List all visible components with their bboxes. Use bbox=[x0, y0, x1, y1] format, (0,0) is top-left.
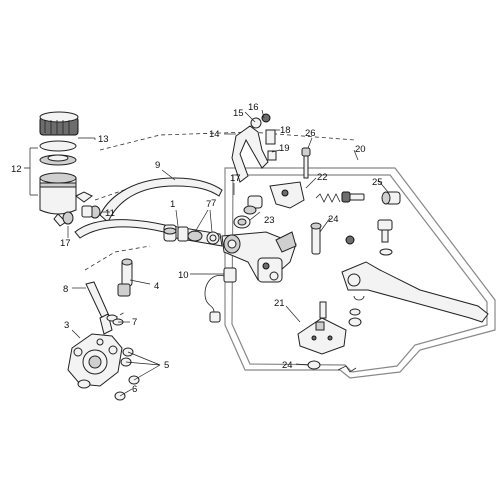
mounting-bracket bbox=[231, 125, 269, 183]
callout-14: 14 bbox=[209, 129, 220, 140]
callout-11: 11 bbox=[105, 208, 115, 219]
handlebar-clamp bbox=[269, 181, 305, 209]
callout-26: 26 bbox=[305, 128, 316, 139]
lever-pivot-hole bbox=[347, 273, 361, 287]
hose-clamp bbox=[81, 205, 101, 219]
callout-labels: 1 3 4 5 6 7 7 7 8 9 10 11 12 13 14 15 16… bbox=[11, 102, 383, 395]
callout-7-lower: 7 bbox=[132, 317, 137, 328]
clutch-hose bbox=[85, 281, 113, 335]
hose-clamp-lower bbox=[62, 211, 74, 225]
callout-19: 19 bbox=[279, 143, 290, 154]
lever-adjuster bbox=[381, 191, 401, 205]
lever-circlip bbox=[353, 295, 365, 301]
callout-10: 10 bbox=[178, 270, 189, 281]
clutch-line-fitting bbox=[163, 224, 220, 245]
callout-17-left: 17 bbox=[60, 238, 71, 249]
callout-8: 8 bbox=[63, 284, 68, 295]
callout-15: 15 bbox=[233, 108, 244, 119]
slave-cylinder bbox=[67, 333, 123, 389]
reservoir-cap bbox=[39, 111, 79, 136]
callout-7-upper: 7 bbox=[206, 199, 211, 210]
switch-connector bbox=[204, 267, 237, 323]
callout-16: 16 bbox=[248, 102, 259, 113]
reservoir-hose-lower bbox=[74, 219, 166, 239]
switch-washers bbox=[348, 308, 362, 327]
clutch-switch bbox=[297, 301, 347, 355]
callout-17-right: 17 bbox=[230, 173, 241, 184]
callout-24-lower: 24 bbox=[282, 360, 293, 371]
callout-21: 21 bbox=[274, 298, 285, 309]
clutch-lever bbox=[341, 261, 489, 323]
callout-20: 20 bbox=[355, 144, 366, 155]
return-spring bbox=[315, 191, 365, 203]
assembly-frame-inner bbox=[231, 174, 488, 373]
fluid-reservoir bbox=[39, 172, 93, 227]
spacer-23 bbox=[233, 215, 251, 229]
clamp-bolt bbox=[301, 147, 311, 179]
switch-screw-24 bbox=[307, 360, 321, 370]
assembly-frame-outline bbox=[224, 167, 496, 379]
callout-23: 23 bbox=[264, 215, 275, 226]
bracket-bolt bbox=[250, 113, 277, 161]
assembly-guide-upper bbox=[99, 131, 356, 151]
switch-spring bbox=[337, 365, 357, 373]
reservoir-diaphragm bbox=[39, 140, 77, 166]
callout-3: 3 bbox=[64, 320, 69, 331]
callout-18: 18 bbox=[280, 125, 291, 136]
lever-pivot-bolt bbox=[345, 219, 393, 256]
callout-25: 25 bbox=[372, 177, 383, 188]
master-cylinder bbox=[221, 231, 297, 283]
reservoir-hose bbox=[99, 177, 223, 223]
callout-13: 13 bbox=[98, 134, 109, 145]
callout-9: 9 bbox=[155, 160, 160, 171]
callout-5: 5 bbox=[164, 360, 169, 371]
assembly-guide-hose bbox=[84, 245, 151, 271]
callout-22: 22 bbox=[317, 172, 328, 183]
callout-24-upper: 24 bbox=[328, 214, 339, 225]
pivot-pin bbox=[310, 222, 322, 255]
callout-7-middle: 7 bbox=[211, 198, 216, 209]
callout-1: 1 bbox=[170, 199, 175, 210]
switch-mount bbox=[243, 195, 263, 215]
banjo-fitting bbox=[117, 258, 133, 297]
callout-4: 4 bbox=[154, 281, 159, 292]
callout-6: 6 bbox=[132, 384, 137, 395]
callout-12: 12 bbox=[11, 164, 22, 175]
leader-lines bbox=[24, 109, 389, 397]
